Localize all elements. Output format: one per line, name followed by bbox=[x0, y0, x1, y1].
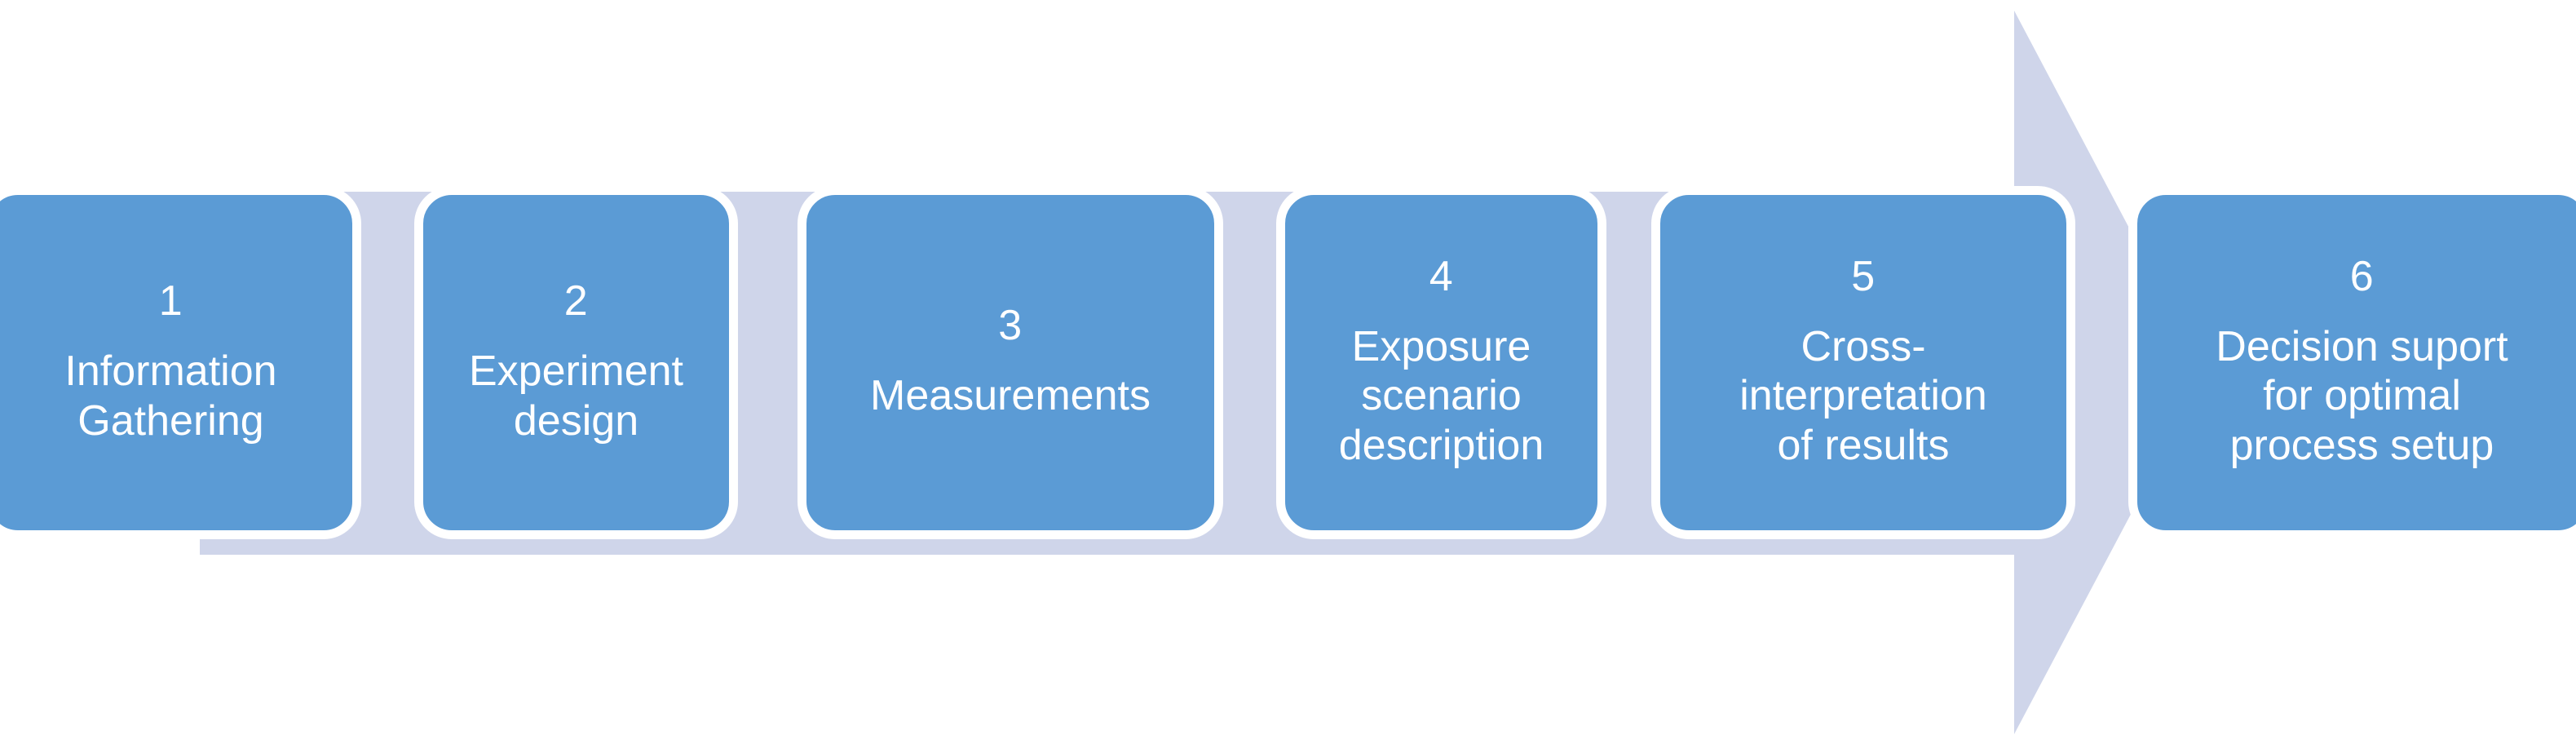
step-label: Measurements bbox=[870, 372, 1151, 420]
process-step-5[interactable]: 5 Cross- interpretation of results bbox=[1651, 186, 2075, 539]
process-step-2[interactable]: 2 Experiment design bbox=[414, 186, 738, 539]
step-number: 4 bbox=[1429, 253, 1454, 301]
step-label: Exposure scenario description bbox=[1338, 323, 1544, 469]
process-step-4[interactable]: 4 Exposure scenario description bbox=[1276, 186, 1606, 539]
step-label: Cross- interpretation of results bbox=[1739, 323, 1987, 469]
step-label: Decision suport for optimal process setu… bbox=[2216, 323, 2508, 469]
process-step-3[interactable]: 3 Measurements bbox=[798, 186, 1223, 539]
process-step-1[interactable]: 1 Information Gathering bbox=[0, 186, 361, 539]
step-label: Experiment design bbox=[469, 348, 683, 445]
step-number: 5 bbox=[1851, 253, 1876, 301]
step-number: 2 bbox=[563, 277, 589, 326]
step-number: 3 bbox=[998, 302, 1023, 350]
process-step-6[interactable]: 6 Decision suport for optimal process se… bbox=[2128, 186, 2576, 539]
step-label: Information Gathering bbox=[64, 348, 277, 445]
step-number: 6 bbox=[2349, 253, 2375, 301]
step-number: 1 bbox=[158, 277, 183, 326]
